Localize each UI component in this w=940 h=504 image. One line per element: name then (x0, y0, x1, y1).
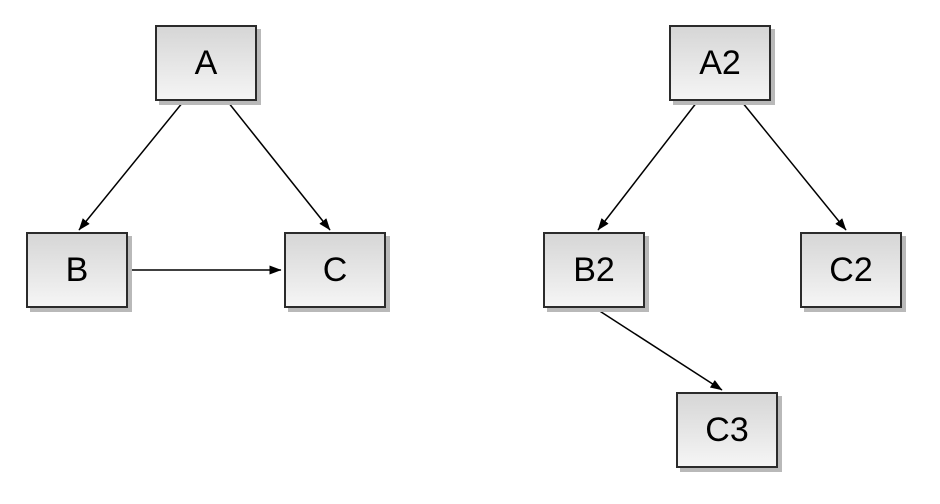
node-C2[interactable]: C2 (800, 232, 902, 308)
node-label-C3: C3 (705, 411, 749, 449)
node-A2[interactable]: A2 (669, 25, 771, 101)
edge-A-B (78, 101, 184, 231)
node-B2[interactable]: B2 (543, 232, 645, 308)
node-B[interactable]: B (26, 232, 128, 308)
edge-A-C (227, 101, 331, 231)
node-label-B2: B2 (573, 251, 615, 289)
node-label-C2: C2 (829, 251, 873, 289)
edge-B2-C3 (594, 307, 723, 391)
edge-A2-C2 (741, 101, 847, 231)
node-A[interactable]: A (155, 25, 257, 101)
edge-A2-B2 (597, 101, 698, 231)
node-label-B: B (65, 251, 89, 289)
node-label-C: C (322, 251, 348, 289)
node-C3[interactable]: C3 (676, 392, 778, 468)
node-C[interactable]: C (284, 232, 386, 308)
node-label-A2: A2 (699, 44, 741, 82)
node-label-A: A (194, 44, 218, 82)
